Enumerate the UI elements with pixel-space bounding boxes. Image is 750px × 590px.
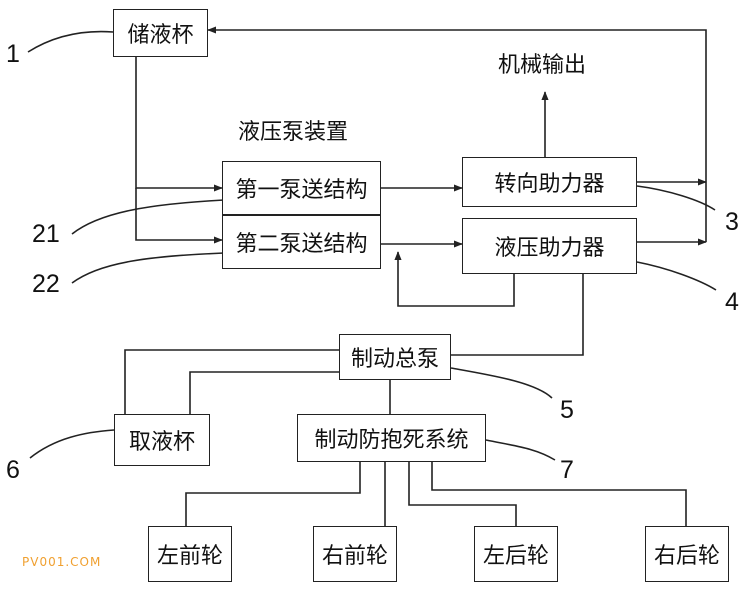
first-pump-structure-box: 第一泵送结构 [222, 161, 381, 215]
ref-number-7: 7 [560, 456, 574, 484]
abs-system-box: 制动防抱死系统 [297, 414, 486, 462]
second-pump-structure-box: 第二泵送结构 [222, 215, 381, 269]
rear-right-wheel-box: 右后轮 [645, 526, 729, 582]
ref-number-1: 1 [6, 40, 20, 68]
leader-5 [450, 367, 553, 399]
leader-21 [71, 199, 225, 235]
front-left-wheel-box: 左前轮 [148, 526, 232, 582]
line-return-to-cup [207, 26, 707, 242]
leader-6 [29, 429, 115, 459]
ref-number-3: 3 [725, 208, 739, 236]
hydraulic-booster-box: 液压助力器 [462, 218, 637, 274]
leader-7 [485, 439, 556, 461]
line-abs-to-rr [431, 462, 687, 526]
ref-number-21: 21 [32, 220, 60, 248]
line-brake-to-abs-a [189, 371, 339, 414]
leader-22 [71, 252, 225, 284]
front-right-wheel-box: 右前轮 [313, 526, 397, 582]
line-abs-to-fl [185, 462, 361, 526]
reservoir-cup-box: 储液杯 [113, 9, 208, 57]
watermark: PV001.COM [22, 555, 102, 569]
steering-booster-box: 转向助力器 [462, 157, 637, 207]
brake-master-cylinder-box: 制动总泵 [339, 334, 451, 380]
line-cup-to-pump2 [135, 188, 223, 244]
leader-1 [27, 30, 114, 53]
ref-number-4: 4 [725, 288, 739, 316]
mechanical-output-label: 机械输出 [498, 53, 587, 78]
ref-number-6: 6 [6, 456, 20, 484]
line-abs-to-rl [408, 462, 517, 526]
leader-4 [636, 261, 717, 291]
ref-number-5: 5 [560, 396, 574, 424]
line-hydraulic-to-brake [451, 274, 584, 356]
rear-left-wheel-box: 左后轮 [474, 526, 558, 582]
line-hydraulic-feedback [394, 251, 515, 307]
line-cup-to-pump1 [135, 57, 223, 192]
leader-3 [636, 185, 716, 211]
hydraulic-pump-device-title: 液压泵装置 [238, 120, 349, 145]
fluid-cup-box: 取液杯 [114, 414, 210, 466]
ref-number-22: 22 [32, 270, 60, 298]
line-brake-to-fluidcup [124, 349, 339, 414]
